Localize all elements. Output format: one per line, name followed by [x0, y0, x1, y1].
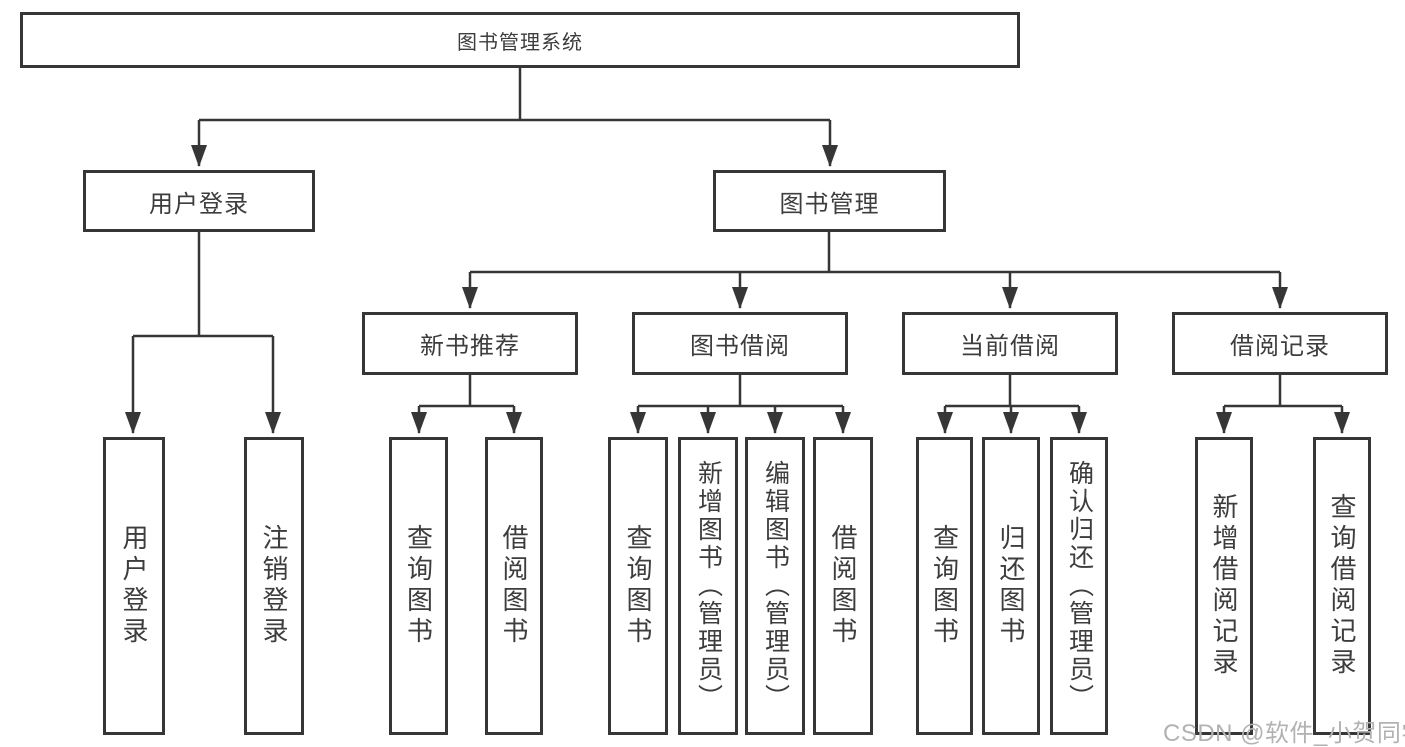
leaf-user-login: 用户登录 — [103, 437, 165, 735]
leaf-borrow-books-recommend: 借阅图书 — [485, 437, 543, 735]
node-book-management: 图书管理 — [713, 170, 946, 232]
leaf-query-borrow-record: 查询借阅记录 — [1313, 437, 1371, 735]
leaf-query-books-current: 查询图书 — [916, 437, 973, 735]
leaf-confirm-return-admin: 确认归还（管理员） — [1050, 437, 1108, 735]
node-library-management-system: 图书管理系统 — [20, 12, 1020, 68]
node-current-borrow: 当前借阅 — [902, 312, 1118, 375]
leaf-add-books-admin: 新增图书（管理员） — [678, 437, 738, 735]
leaf-borrow-books: 借阅图书 — [813, 437, 873, 735]
leaf-return-books: 归还图书 — [982, 437, 1040, 735]
csdn-watermark: CSDN @软件_小贺同学 — [1163, 720, 1405, 747]
node-borrow-records: 借阅记录 — [1172, 312, 1388, 375]
leaf-query-books-borrow: 查询图书 — [608, 437, 668, 735]
node-user-login: 用户登录 — [83, 170, 315, 232]
node-book-borrow: 图书借阅 — [632, 312, 848, 375]
leaf-query-books-recommend: 查询图书 — [389, 437, 448, 735]
node-new-book-recommend: 新书推荐 — [362, 312, 578, 375]
leaf-logout: 注销登录 — [244, 437, 304, 735]
leaf-add-borrow-record: 新增借阅记录 — [1195, 437, 1253, 735]
leaf-edit-books-admin: 编辑图书（管理员） — [745, 437, 805, 735]
